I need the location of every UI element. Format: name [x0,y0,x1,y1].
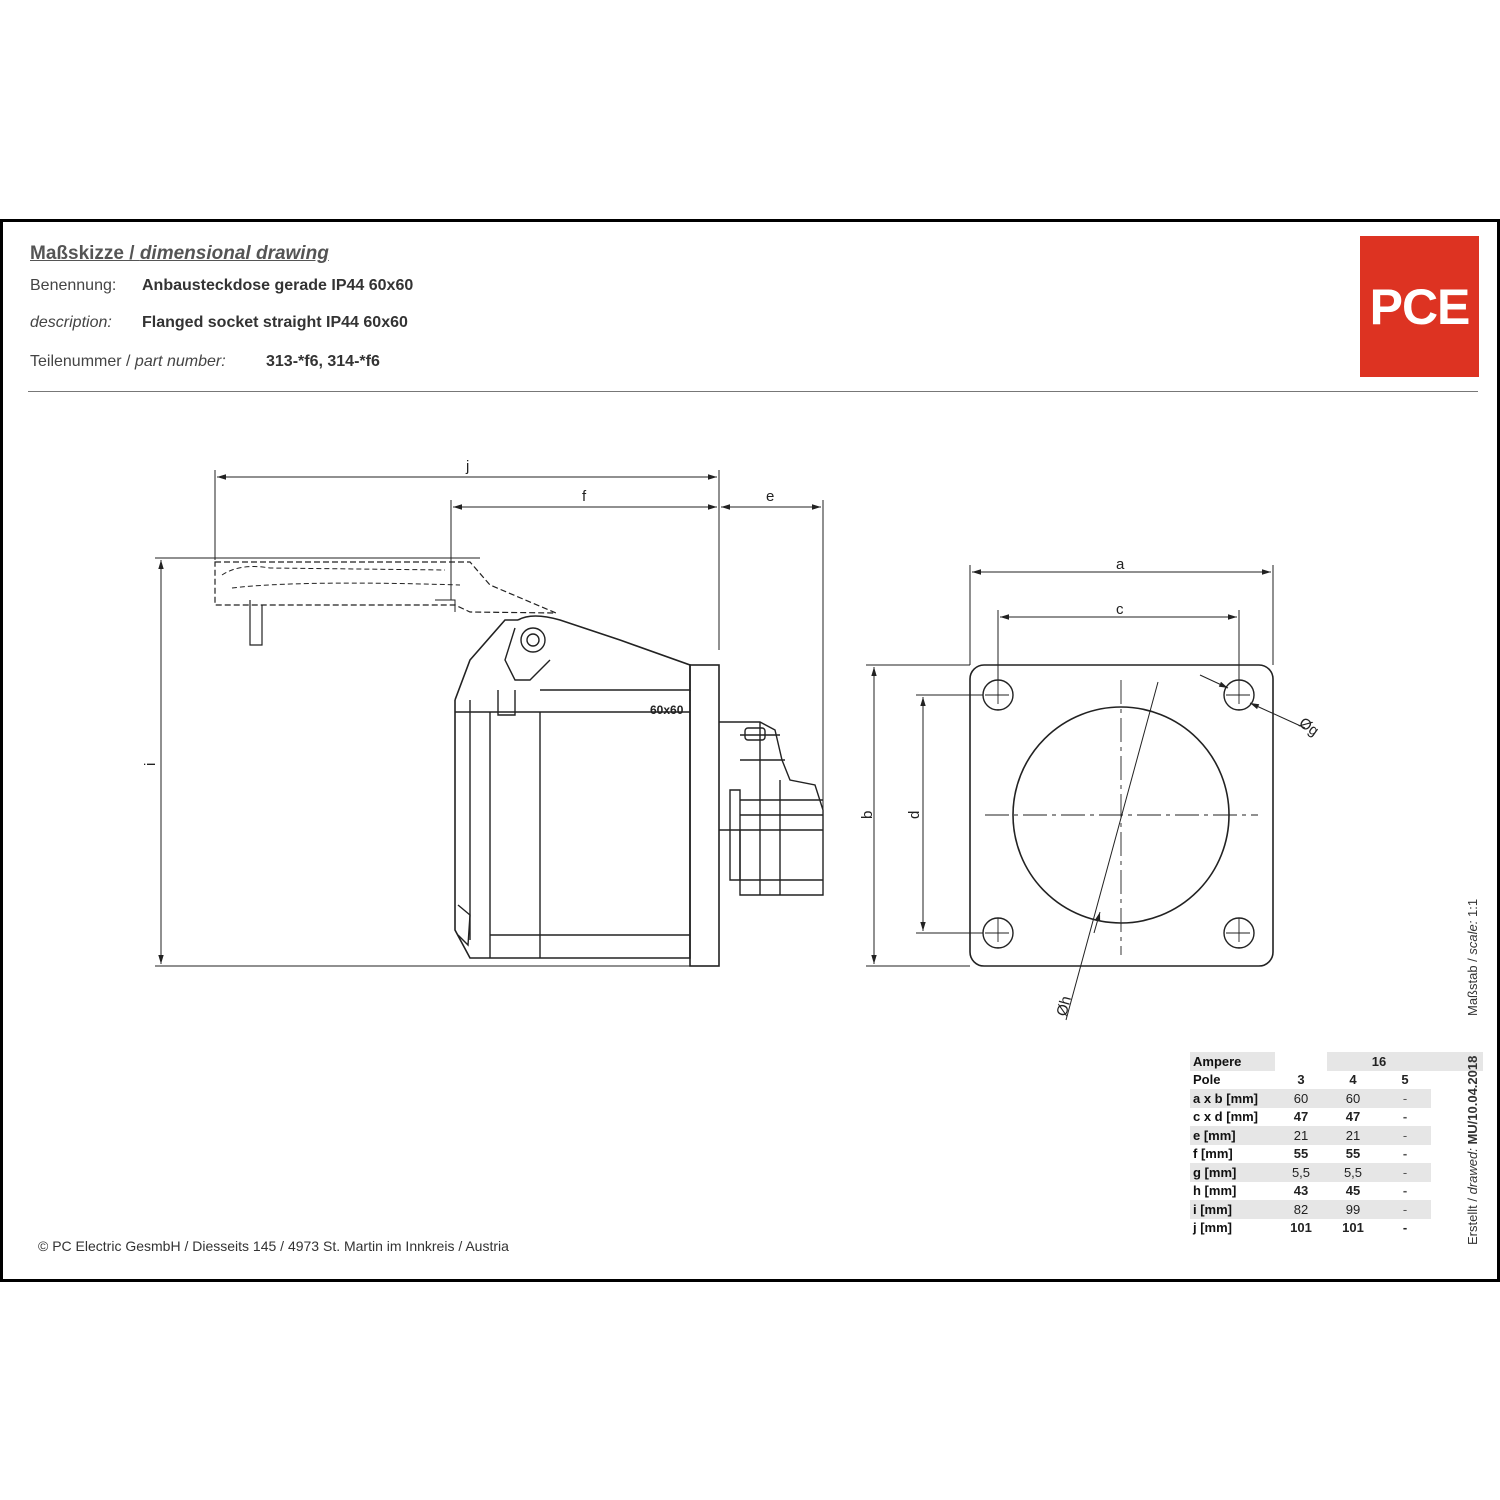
table-row: f [mm] 55 55 - [1190,1144,1483,1163]
table-row: Ampere 16 [1190,1052,1483,1071]
table-cell: 60 [1275,1089,1327,1108]
description-label: description: [30,314,112,331]
benennung-value: Anbausteckdose gerade IP44 60x60 [142,277,414,294]
table-cell: 55 [1345,1146,1361,1162]
pce-logo: PCE [1360,236,1479,377]
header-divider [28,391,1478,392]
part-number-row: Teilenummer / part number: 313-*f6, 314-*… [30,353,380,371]
description-value: Flanged socket straight IP44 60x60 [142,314,408,331]
table-key: g [mm] [1190,1163,1275,1182]
table-key: c x d [mm] [1190,1107,1275,1126]
copyright-text: © PC Electric GesmbH / Diesseits 145 / 4… [38,1238,509,1254]
created-note: Erstellt / drawed: MU/10.04.2018 [1465,1055,1480,1245]
table-key: f [mm] [1190,1144,1275,1163]
dim-label-c: c [1116,601,1124,618]
table-cell: 55 [1293,1146,1309,1162]
table-row: a x b [mm] 60 60 - [1190,1089,1483,1108]
table-cell: 16 [1327,1052,1431,1071]
dimension-table: Ampere 16 Pole 3 4 5 a x b [mm] 60 60 - … [1190,1052,1483,1237]
dim-label-d: d [906,811,923,819]
table-cell: 21 [1327,1126,1379,1145]
part-number-value: 313-*f6, 314-*f6 [266,353,380,370]
table-key: e [mm] [1190,1126,1275,1145]
table-key: i [mm] [1190,1200,1275,1219]
table-key: Ampere [1190,1052,1275,1071]
table-cell: 5,5 [1275,1163,1327,1182]
benennung-label: Benennung: [30,277,117,294]
table-row: Pole 3 4 5 [1190,1070,1483,1089]
benennung-row: Benennung: Anbausteckdose gerade IP44 60x… [30,277,413,295]
table-cell: - [1379,1163,1431,1182]
table-cell: 5 [1401,1072,1409,1088]
description-row: description: Flanged socket straight IP44… [30,314,408,332]
table-cell: 101 [1290,1220,1312,1236]
dim-label-e: e [766,488,774,505]
table-cell: - [1379,1200,1431,1219]
scale-note: Maßstab / scale: 1:1 [1465,898,1480,1016]
table-row: c x d [mm] 47 47 - [1190,1107,1483,1126]
table-cell: - [1379,1126,1431,1145]
table-cell: 21 [1275,1126,1327,1145]
table-cell: 82 [1275,1200,1327,1219]
dim-label-h: Øh [1053,994,1075,1018]
dim-label-b: b [859,811,876,819]
table-row: h [mm] 43 45 - [1190,1181,1483,1200]
table-cell: - [1379,1089,1431,1108]
table-cell: 45 [1345,1183,1361,1199]
table-row: e [mm] 21 21 - [1190,1126,1483,1145]
dim-label-g: Øg [1296,714,1322,739]
table-cell: 99 [1327,1200,1379,1219]
table-row: g [mm] 5,5 5,5 - [1190,1163,1483,1182]
table-row: j [mm] 101 101 - [1190,1218,1483,1237]
table-cell: - [1402,1220,1408,1236]
part-number-label: Teilenummer / part number: [30,353,226,370]
table-cell: 4 [1349,1072,1357,1088]
table-key: a x b [mm] [1190,1089,1275,1108]
table-cell: 5,5 [1327,1163,1379,1182]
table-cell: - [1402,1183,1408,1199]
table-cell: - [1402,1109,1408,1125]
table-key: j [mm] [1190,1218,1275,1237]
dim-label-i: i [142,763,159,766]
table-cell: 3 [1297,1072,1305,1088]
table-cell: 47 [1293,1109,1309,1125]
dim-label-j: j [465,458,469,475]
table-cell: 47 [1345,1109,1361,1125]
table-cell: 101 [1342,1220,1364,1236]
table-cell: - [1402,1146,1408,1162]
table-key: h [mm] [1190,1181,1275,1200]
dim-label-f: f [582,488,587,505]
table-cell: 43 [1293,1183,1309,1199]
dim-label-a: a [1116,556,1125,573]
table-key: Pole [1190,1070,1275,1089]
size-marking: 60x60 [650,703,684,717]
table-cell: 60 [1327,1089,1379,1108]
drawing-title: Maßskizze / dimensional drawing [30,243,329,264]
table-row: i [mm] 82 99 - [1190,1200,1483,1219]
